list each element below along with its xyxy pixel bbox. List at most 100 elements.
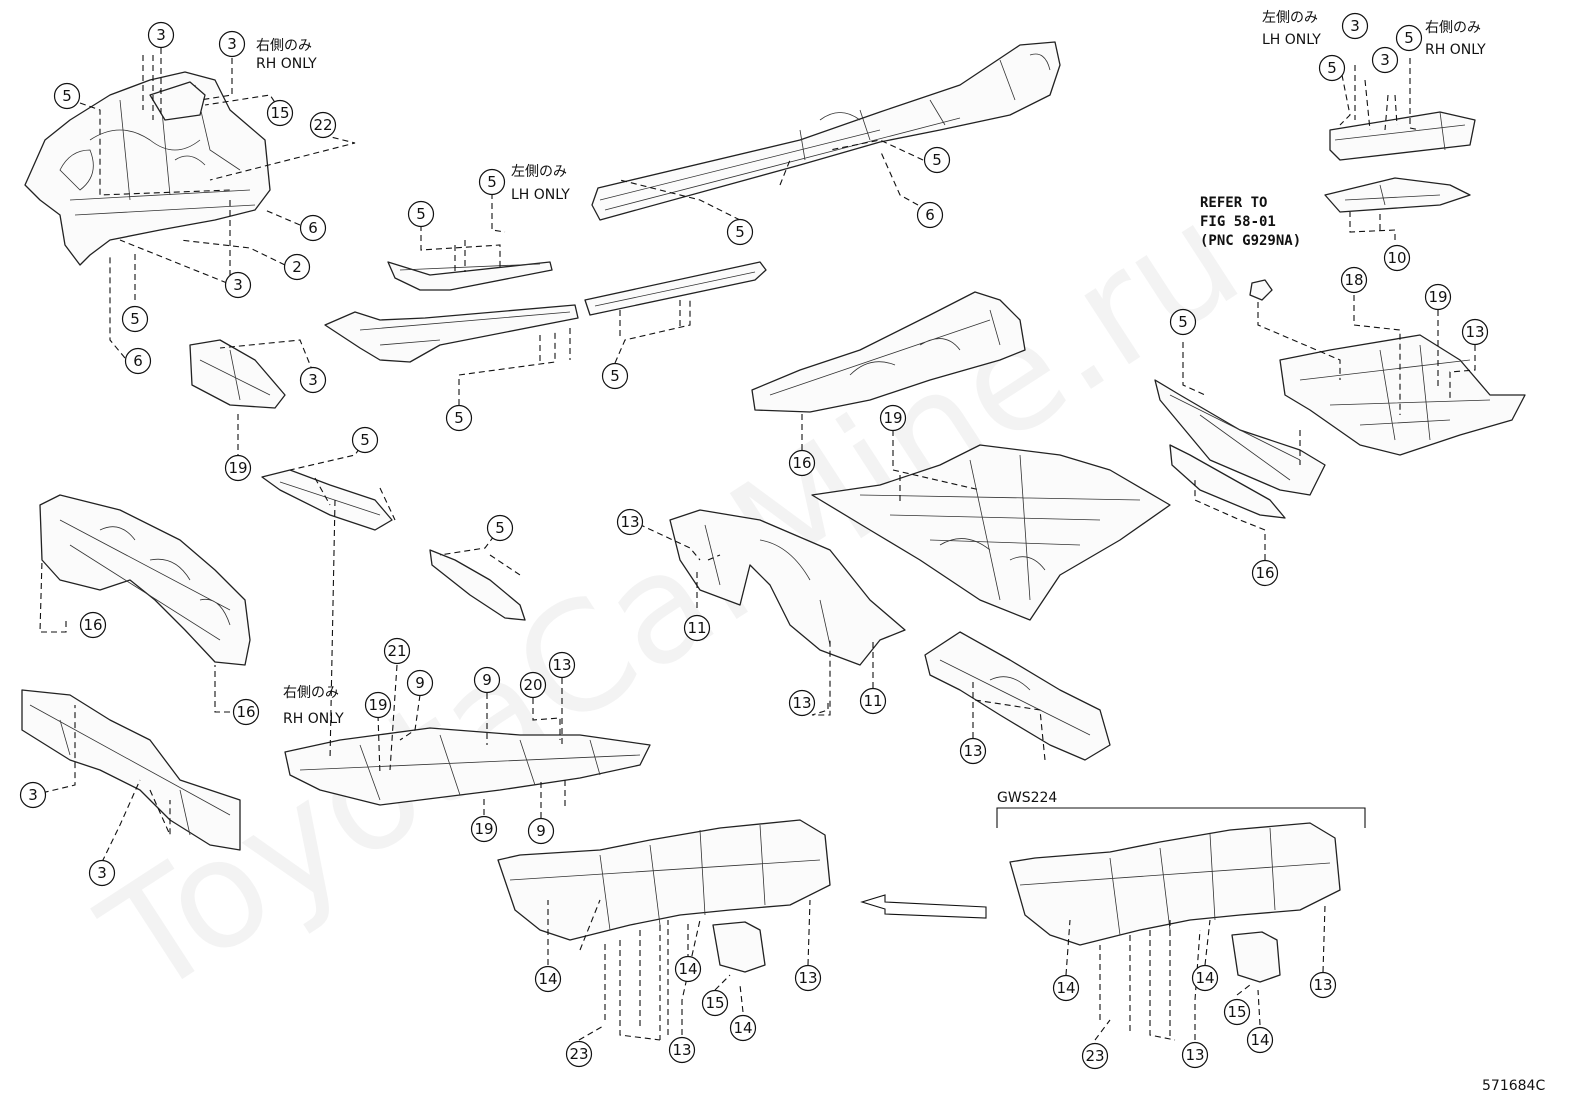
callout-bubble: 5 — [726, 218, 754, 246]
callout-bubble: 5 — [121, 305, 149, 333]
callout-bubble: 16 — [232, 698, 260, 726]
floor-assembly-right — [1009, 822, 1341, 983]
callout-bubble: 20 — [519, 671, 547, 699]
note-lh-only-jp-1: 左側のみ — [511, 164, 567, 180]
callout-bubble: 9 — [527, 817, 555, 845]
callout-bubble: 19 — [1424, 283, 1452, 311]
callout-bubble: 5 — [1169, 308, 1197, 336]
svg-text:5: 5 — [360, 431, 370, 449]
svg-text:5: 5 — [454, 409, 464, 427]
svg-text:9: 9 — [536, 822, 546, 840]
svg-text:18: 18 — [1344, 271, 1363, 289]
figure-code: 571684C — [1482, 1078, 1545, 1094]
floor-brace-2 — [429, 549, 526, 621]
wheel-house — [669, 509, 906, 666]
svg-text:16: 16 — [236, 703, 255, 721]
callout-bubble: 19 — [470, 815, 498, 843]
callout-bubble: 14 — [1191, 964, 1219, 992]
callout-bubble: 19 — [879, 404, 907, 432]
clip-part — [1249, 279, 1273, 301]
callout-bubble: 6 — [916, 201, 944, 229]
svg-text:16: 16 — [792, 454, 811, 472]
callout-bubble: 5 — [478, 168, 506, 196]
svg-text:13: 13 — [552, 656, 571, 674]
svg-text:19: 19 — [1428, 288, 1447, 306]
svg-text:5: 5 — [416, 205, 426, 223]
svg-text:14: 14 — [1056, 979, 1075, 997]
callout-bubble: 15 — [1223, 998, 1251, 1026]
cowl-panel — [1154, 379, 1326, 519]
svg-text:16: 16 — [1255, 564, 1274, 582]
reference-note-line-2: FIG 58-01 — [1200, 214, 1276, 230]
callout-bubble: 3 — [224, 271, 252, 299]
callout-bubble: 13 — [788, 689, 816, 717]
svg-text:19: 19 — [474, 820, 493, 838]
svg-text:5: 5 — [495, 519, 505, 537]
callout-bubble: 16 — [1251, 559, 1279, 587]
direction-arrow — [860, 894, 987, 919]
rocker-lower-rail — [324, 261, 767, 363]
callout-bubble: 14 — [1052, 974, 1080, 1002]
callout-bubble: 22 — [309, 111, 337, 139]
svg-text:19: 19 — [883, 409, 902, 427]
callout-bubble: 23 — [565, 1040, 593, 1068]
rocker-front-piece — [387, 261, 553, 291]
note-rh-only-jp-1: 右側のみ — [256, 38, 312, 54]
svg-text:6: 6 — [925, 206, 935, 224]
svg-text:14: 14 — [678, 960, 697, 978]
callout-bubble: 16 — [788, 449, 816, 477]
callout-bubble: 13 — [668, 1036, 696, 1064]
callout-bubble: 5 — [486, 514, 514, 542]
reference-note-line-3: (PNC G929NA) — [1200, 233, 1301, 249]
svg-text:5: 5 — [1404, 29, 1414, 47]
svg-text:5: 5 — [610, 367, 620, 385]
rear-side-member-lower — [924, 631, 1111, 761]
callout-bubble: 9 — [406, 669, 434, 697]
callouts: 3 3 5 15 22 6 2 3 5 6 5 5 5 6 5 5 5 3 5 … — [19, 12, 1489, 1070]
callout-bubble: 18 — [1340, 266, 1368, 294]
group-label: GWS224 — [997, 790, 1057, 806]
svg-text:21: 21 — [387, 642, 406, 660]
svg-text:5: 5 — [487, 173, 497, 191]
callout-bubble: 15 — [266, 99, 294, 127]
svg-text:13: 13 — [1465, 323, 1484, 341]
callout-bubble: 13 — [616, 508, 644, 536]
callout-bubble: 13 — [1461, 318, 1489, 346]
svg-text:23: 23 — [1085, 1047, 1104, 1065]
note-rh-only-en-2: RH ONLY — [1425, 42, 1486, 58]
callout-bubble: 14 — [674, 955, 702, 983]
rear-floor-pan — [1279, 334, 1526, 456]
front-side-member — [21, 689, 241, 851]
callout-bubble: 3 — [299, 366, 327, 394]
callout-bubble: 23 — [1081, 1042, 1109, 1070]
svg-text:5: 5 — [932, 151, 942, 169]
callout-bubble: 5 — [1318, 54, 1346, 82]
callout-bubble: 6 — [299, 214, 327, 242]
svg-text:3: 3 — [308, 371, 318, 389]
callout-bubble: 11 — [683, 614, 711, 642]
svg-text:3: 3 — [233, 276, 243, 294]
front-bracket — [189, 339, 286, 409]
svg-text:19: 19 — [368, 696, 387, 714]
rear-cross-member — [1324, 111, 1476, 213]
svg-text:11: 11 — [863, 692, 882, 710]
callout-bubble: 3 — [218, 30, 246, 58]
floor-assembly-left — [497, 819, 831, 973]
svg-text:19: 19 — [228, 459, 247, 477]
callout-bubble: 3 — [147, 21, 175, 49]
front-floor-pan — [284, 727, 651, 806]
svg-text:5: 5 — [735, 223, 745, 241]
callout-bubble: 3 — [88, 859, 116, 887]
svg-text:9: 9 — [482, 671, 492, 689]
svg-text:13: 13 — [792, 694, 811, 712]
svg-text:3: 3 — [97, 864, 107, 882]
svg-text:6: 6 — [133, 352, 143, 370]
note-rh-only-en-3: RH ONLY — [283, 711, 344, 727]
callout-bubble: 5 — [1395, 24, 1423, 52]
svg-text:5: 5 — [1327, 59, 1337, 77]
callout-bubble: 19 — [364, 691, 392, 719]
center-floor-pan — [811, 444, 1171, 621]
svg-text:13: 13 — [798, 969, 817, 987]
svg-text:5: 5 — [130, 310, 140, 328]
callout-bubble: 5 — [445, 404, 473, 432]
